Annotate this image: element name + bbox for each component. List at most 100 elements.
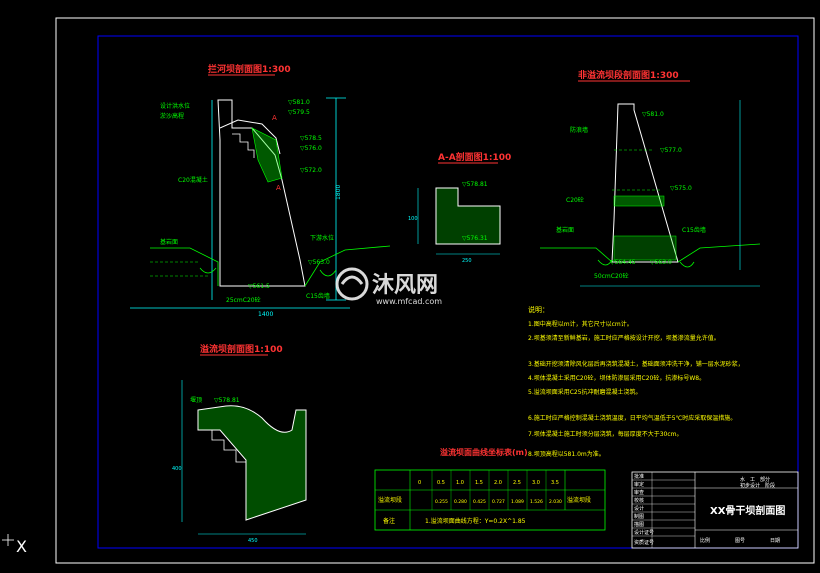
tb-right-top-0: 水 工 部分 (740, 476, 770, 483)
overflow-crest-profile (197, 405, 307, 521)
notes-line-2: 2.坝基须清至新鲜基岩，施工时应严格按设计开挖，坝基渗流量允许值。 (528, 334, 720, 342)
table-y-6: 2.030 (549, 499, 562, 505)
aa-elev-top: ▽578.81 (462, 181, 488, 188)
overflow-width: 450 (248, 538, 258, 544)
notes-line-6: 6.施工时应严格控制混凝土浇筑温度，日平均气温低于5℃时应采取保温措施。 (528, 414, 736, 422)
nof-label-grade: C20砼 (566, 196, 584, 204)
aa-dim-height: 100 (408, 216, 418, 222)
nof-elev-5: ▽563.0 (650, 259, 672, 266)
table-x-5: 2.5 (513, 480, 521, 486)
table-y-5: 1.526 (530, 499, 543, 505)
nof-label-rock: 基岩面 (556, 226, 574, 234)
main-elev-3: ▽578.5 (300, 135, 322, 142)
ucs-x-label: X (16, 537, 27, 556)
main-elev-2: ▽579.5 (288, 109, 310, 116)
table-right-label: 溢流坝段 (567, 496, 591, 504)
coordinate-table: 溢流坝面曲线坐标表(m) 溢流坝段 溢流坝段 0 0.5 1.0 1.5 2.0… (374, 447, 606, 531)
table-row2-label: 备注 (383, 517, 395, 525)
outer-frame (55, 17, 815, 564)
tb-bottom-0: 比例 (700, 537, 710, 544)
overflow-section: 溢流坝剖面图1:100 ▽578.81 堰顶 450 400 (172, 343, 307, 544)
notes-line-7: 7.坝体混凝土施工时须分层浇筑，每层厚度不大于30cm。 (528, 430, 683, 438)
notes-line-4: 4.坝体混凝土采用C20砼，坝体防渗层采用C20砼，抗渗标号W8。 (528, 374, 705, 382)
main-label-bottom-dim: 25cmC20砼 (226, 296, 261, 304)
tb-label-6: 描图 (634, 521, 644, 528)
table-x-7: 3.5 (551, 480, 559, 486)
nof-elev-3: ▽575.0 (670, 185, 692, 192)
overflow-height: 400 (172, 466, 182, 472)
table-x-2: 1.0 (456, 480, 464, 486)
main-label-foundation: 基岩面 (160, 238, 178, 246)
tb-label-3: 校核 (634, 497, 644, 504)
notes-line-1: 1.图中高程以m计，其它尺寸以cm计。 (528, 320, 633, 328)
tb-label-2: 审查 (634, 489, 644, 496)
watermark: 沐风网 www.mfcad.com (335, 267, 442, 306)
non-overflow-title: 非溢流坝段剖面图1:300 (578, 69, 679, 81)
notes-heading: 说明： (528, 305, 549, 314)
table-x-1: 0.5 (437, 480, 445, 486)
table-caption: 溢流坝面曲线坐标表(m) (440, 447, 528, 457)
table-row1-label: 溢流坝段 (378, 496, 402, 504)
main-elev-1: ▽581.0 (288, 99, 310, 106)
main-marker-a-top: A (272, 114, 277, 122)
tb-bottom-1: 图号 (735, 538, 745, 544)
tb-right-top-1: 初步设计 阶段 (740, 482, 775, 489)
notes-line-3: 3.基础开挖须清除风化层后再浇筑混凝土，基础面须冲洗干净，铺一层水泥砂浆， (528, 360, 744, 368)
non-overflow-section: 非溢流坝段剖面图1:300 ▽581.0 ▽577.0 ▽575.0 ▽564.… (540, 69, 761, 287)
aa-dim-width: 250 (462, 258, 472, 264)
main-height-total: 1800 (335, 185, 342, 200)
table-y-1: 0.280 (454, 499, 467, 505)
inner-frame (97, 35, 799, 549)
aa-section-shape (435, 187, 501, 245)
ucs-icon: X (2, 534, 27, 556)
table-y-0: 0.255 (435, 499, 448, 505)
main-label-water-right: 下游水位 (310, 234, 334, 242)
notes-block: 说明： 1.图中高程以m计，其它尺寸以cm计。 2.坝基须清至新鲜基岩，施工时应… (528, 305, 744, 458)
nof-label-cutoff: C15齿墙 (682, 226, 706, 234)
table-y-2: 0.425 (473, 499, 486, 505)
main-fill-area (251, 127, 283, 183)
tb-label-7: 设计证号 (634, 529, 654, 536)
overflow-title: 溢流坝剖面图1:100 (200, 343, 283, 355)
main-label-concrete: C20混凝土 (178, 176, 208, 184)
main-elev-7: ▽561.5 (248, 283, 270, 290)
notes-line-8: 8.坝顶高程以581.0m为准。 (528, 450, 605, 458)
main-elev-4: ▽576.0 (300, 145, 322, 152)
main-marker-a-bottom: A (276, 184, 281, 192)
tb-label-5: 制图 (634, 513, 644, 520)
overflow-elev: ▽578.81 (214, 397, 240, 404)
main-elev-5: ▽572.0 (300, 167, 322, 174)
watermark-url: www.mfcad.com (376, 297, 442, 306)
main-label-silt: 淤沙高程 (160, 112, 184, 120)
table-x-3: 1.5 (475, 480, 483, 486)
main-label-upstream: 设计洪水位 (160, 102, 190, 110)
main-section: 拦河坝剖面图1:300 ▽581.0 ▽579.5 ▽578.5 ▽576.0 … (130, 63, 391, 318)
table-y-3: 0.727 (492, 499, 505, 505)
tb-label-4: 设计 (634, 505, 644, 512)
non-overflow-dam-body (611, 103, 679, 263)
main-dam-body (217, 99, 306, 287)
table-x-4: 2.0 (494, 480, 502, 486)
table-x-0: 0 (418, 480, 421, 486)
nof-label-top: 防浪墙 (570, 126, 588, 134)
table-formula: 1.溢流坝面曲线方程：Y=0.2X^1.85 (425, 517, 526, 525)
aa-elev-bottom: ▽576.31 (462, 235, 488, 242)
overflow-label: 堰顶 (190, 396, 202, 404)
tb-label-1: 审定 (634, 481, 644, 488)
main-elev-6: ▽563.0 (308, 259, 330, 266)
aa-section: A-A剖面图1:100 ▽578.81 ▽576.31 250 100 (408, 151, 511, 264)
main-section-title: 拦河坝剖面图1:300 (208, 63, 291, 75)
tb-bottom-2: 日期 (770, 538, 780, 544)
nof-label-bottom: 50cmC20砼 (594, 272, 629, 280)
title-block: 批准 审定 审查 校核 设计 制图 描图 设计证号 资质证号 水 工 部分 初步… (631, 471, 799, 549)
main-width-total: 1400 (258, 311, 273, 318)
table-x-6: 3.0 (532, 480, 540, 486)
main-label-cutoff: C15齿墙 (306, 292, 330, 300)
nof-elev-4: ▽564.45 (610, 259, 636, 266)
nof-elev-1: ▽581.0 (642, 111, 664, 118)
aa-section-title: A-A剖面图1:100 (438, 151, 511, 163)
notes-line-5: 5.溢流坝面采用C25抗冲耐磨混凝土浇筑。 (528, 388, 642, 396)
nof-elev-2: ▽577.0 (660, 147, 682, 154)
tb-label-8: 资质证号 (634, 539, 654, 546)
